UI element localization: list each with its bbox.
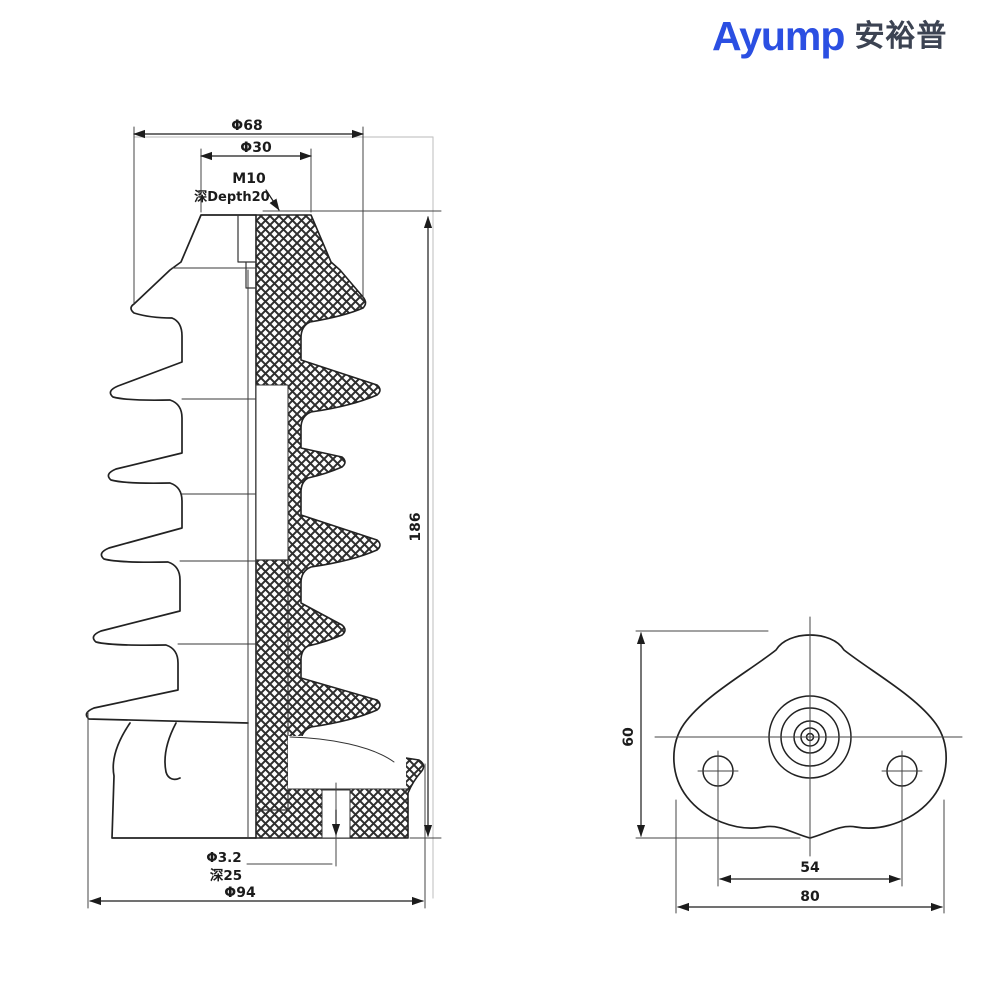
base-cavity bbox=[288, 736, 406, 789]
base-outline-left bbox=[111, 722, 257, 839]
dim-flange-height: 60 bbox=[621, 727, 637, 747]
bolt-hole-left bbox=[697, 750, 739, 792]
insulator-outline-left bbox=[85, 214, 257, 724]
dim-bottom-hole-depth: 深25 bbox=[210, 867, 242, 884]
internal-section-lines bbox=[171, 267, 257, 839]
brand-cjk-text: 安裕普 bbox=[854, 18, 948, 54]
dim-cap-top-diameter: Φ30 bbox=[240, 140, 272, 156]
dim-thread-depth: 深Depth20 bbox=[194, 189, 269, 205]
core-stud-section bbox=[255, 559, 289, 811]
brand-logo: Ayump 安裕普 bbox=[712, 16, 947, 57]
dim-top-shed-diameter: Φ68 bbox=[231, 118, 262, 134]
bottom-view-drawing: 60 54 80 bbox=[621, 616, 963, 914]
base-cavity-edge bbox=[287, 736, 409, 790]
insulator-section-hatched bbox=[255, 214, 425, 839]
thread-leader-arrow bbox=[265, 189, 280, 211]
brand-name-text: Ayump bbox=[712, 13, 845, 59]
dim-bottom-hole-diameter: Φ3.2 bbox=[206, 850, 241, 866]
bolt-hole-right bbox=[881, 750, 923, 792]
flange-centerlines bbox=[654, 616, 963, 857]
core-cavity bbox=[255, 384, 289, 561]
side-view-dimensions bbox=[87, 126, 442, 909]
dim-overall-height: 186 bbox=[408, 512, 424, 541]
dim-base-diameter: Φ94 bbox=[224, 885, 256, 901]
dim-thread-spec: M10 bbox=[232, 171, 266, 187]
dim-flange-width: 80 bbox=[800, 889, 820, 905]
thread-hole-outline bbox=[237, 214, 257, 289]
bottom-view-dimension-extensions bbox=[635, 630, 945, 914]
dim-hole-spacing: 54 bbox=[800, 860, 820, 876]
side-view-drawing: Φ68 Φ30 M10 深Depth20 186 Φ3.2 深25 Φ94 bbox=[85, 118, 442, 909]
flange-outline bbox=[673, 634, 947, 839]
